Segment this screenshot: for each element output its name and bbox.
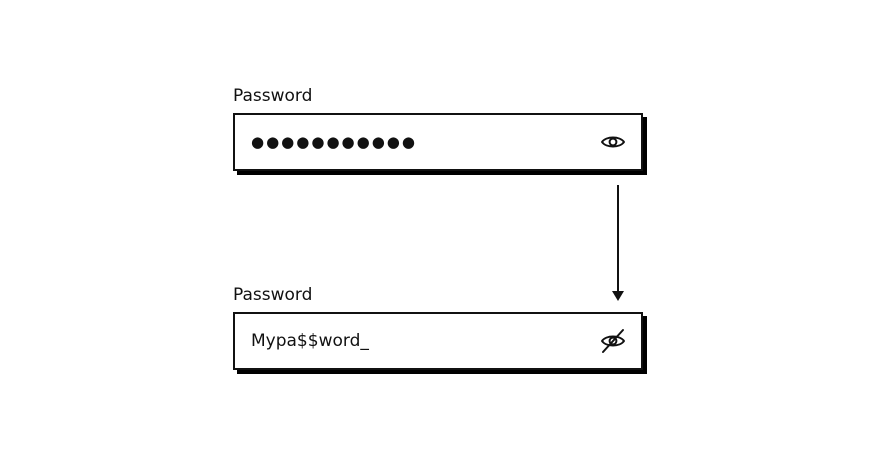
arrow-down-icon xyxy=(612,185,624,301)
eye-off-icon xyxy=(601,329,625,353)
password-masked-value: ●●●●●●●●●●● xyxy=(251,133,417,151)
show-password-button[interactable] xyxy=(599,128,627,156)
transition-arrow xyxy=(610,185,626,303)
eye-icon xyxy=(601,136,625,148)
password-label: Password xyxy=(233,86,313,106)
password-input[interactable]: Mypa$$word_ xyxy=(233,312,643,370)
password-field-masked: Password ●●●●●●●●●●● xyxy=(233,86,649,171)
password-plain-value: Mypa$$word_ xyxy=(251,331,369,351)
password-input[interactable]: ●●●●●●●●●●● xyxy=(233,113,643,171)
password-label: Password xyxy=(233,285,313,305)
hide-password-button[interactable] xyxy=(599,327,627,355)
password-field-visible: Password Mypa$$word_ xyxy=(233,285,649,370)
